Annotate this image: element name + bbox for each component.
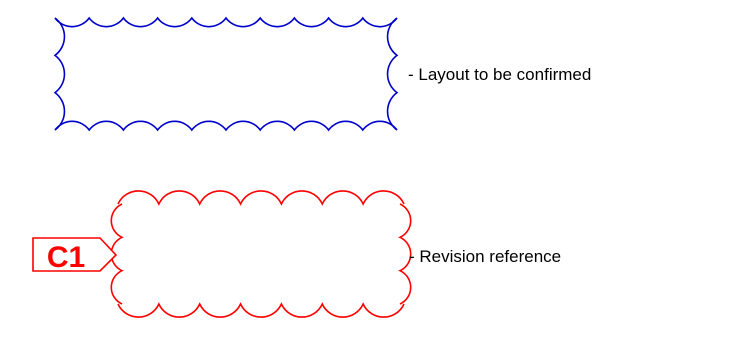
red-cloud-top-edge (117, 190, 405, 206)
blue-inward-cloud-symbol (53, 16, 399, 132)
blue-cloud-top-edge (54, 16, 398, 28)
revision-tag: C1 (32, 237, 118, 274)
blue-cloud-right-edge (386, 17, 399, 131)
legend-label-layout-to-be-confirmed: - Layout to be confirmed (408, 65, 592, 84)
legend-label-revision-reference: - Revision reference (409, 247, 562, 266)
blue-cloud-bottom-edge (54, 120, 398, 132)
red-cloud-bottom-edge (117, 302, 405, 318)
red-cloud-right-edge (398, 203, 412, 305)
red-revision-cloud-symbol (110, 190, 412, 318)
revision-tag-shape (32, 237, 118, 272)
revision-tag-text: C1 (47, 241, 85, 274)
blue-cloud-left-edge (53, 17, 66, 131)
